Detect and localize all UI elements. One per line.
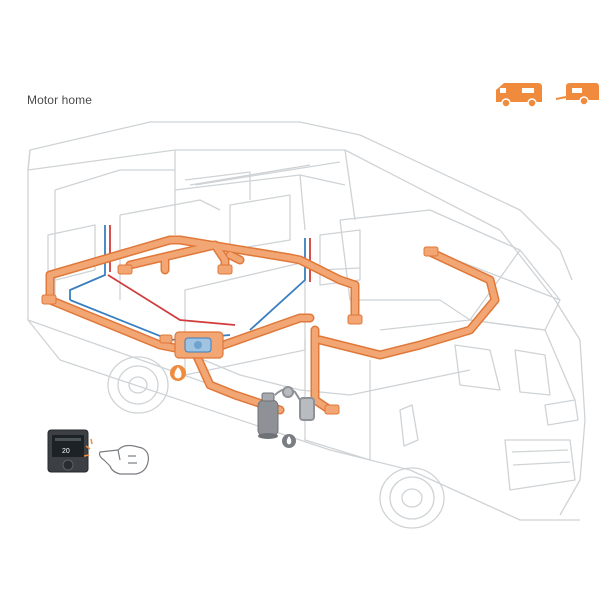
- front-wheel: [379, 467, 445, 529]
- caravan-option[interactable]: [555, 80, 600, 110]
- control-panel: 20: [47, 429, 89, 473]
- motorhome-option[interactable]: [494, 80, 544, 110]
- hand-pointer-icon: [98, 444, 149, 475]
- page-title: Motor home: [27, 93, 93, 107]
- gas-regulator: [274, 386, 315, 421]
- motorhome-icon: [496, 83, 542, 108]
- gas-info-marker: [282, 434, 296, 448]
- rear-wheel: [107, 356, 169, 414]
- combi-heater-unit: [174, 331, 224, 359]
- heating-ducts: [41, 235, 500, 415]
- tap-indicator: [83, 438, 93, 457]
- caravan-icon: [555, 83, 599, 106]
- control-panel-display: 20: [62, 448, 70, 455]
- flame-icon: [170, 365, 186, 381]
- gas-cylinder: [257, 392, 279, 439]
